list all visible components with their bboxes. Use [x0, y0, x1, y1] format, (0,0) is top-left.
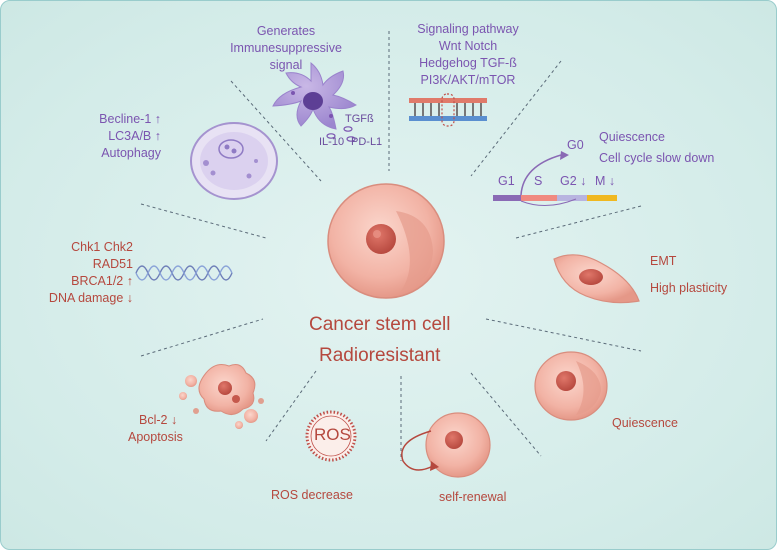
pdl1-label: PD-L1	[351, 136, 383, 148]
dna-damage-label: Chk1 Chk2 RAD51 BRCA1/2 ↑ DNA damage ↓	[48, 240, 133, 305]
cell-cycle-slow-label: Cell cycle slow down	[599, 151, 715, 165]
immune-cell-icon	[272, 61, 357, 142]
tgf-beta-label: TGFß	[345, 113, 374, 125]
quiescence-label: Quiescence	[612, 416, 679, 430]
autophagy-label: Becline-1 ↑ LC3A/B ↑ Autophagy	[99, 112, 161, 160]
il10-label: IL-10	[319, 136, 345, 148]
g0-label: G0	[567, 138, 584, 152]
m-phase-label: M ↓	[595, 174, 616, 188]
emt-cell-icon	[553, 254, 640, 304]
g1-label: G1	[498, 174, 515, 188]
ros-badge-icon	[305, 410, 357, 462]
self-renewal-label: self-renewal	[439, 490, 507, 504]
center-subtitle: Radioresistant	[319, 345, 441, 366]
connector-lines	[140, 31, 642, 461]
signaling-pathway-label: Signaling pathway Wnt Notch Hedgehog TGF…	[417, 22, 519, 87]
immune-label: Generates Immunesuppressive signal	[230, 24, 342, 72]
cell-cycle-bar-icon	[493, 151, 617, 206]
autophagy-cell-icon	[190, 122, 278, 200]
s-phase-label: S	[534, 174, 543, 188]
ros-decrease-label: ROS decrease	[271, 488, 353, 502]
g2-label: G2 ↓	[560, 174, 587, 188]
bcl2-label: Bcl-2 ↓	[139, 413, 178, 427]
quiescent-cell-icon	[534, 351, 608, 421]
cancer-stem-cell-icon	[327, 183, 445, 299]
quiescence-cycle-label: Quiescence	[599, 130, 666, 144]
high-plasticity-label: High plasticity	[650, 281, 728, 295]
self-renewal-cell-icon	[401, 412, 491, 478]
membrane-receptor-icon	[409, 93, 487, 127]
dna-helix-icon	[135, 265, 233, 281]
emt-label: EMT	[650, 254, 677, 268]
apoptotic-cell-icon	[179, 364, 264, 429]
ros-badge-text: ROS	[314, 425, 351, 444]
apoptosis-label: Apoptosis	[128, 430, 183, 444]
center-title: Cancer stem cell	[309, 314, 451, 335]
